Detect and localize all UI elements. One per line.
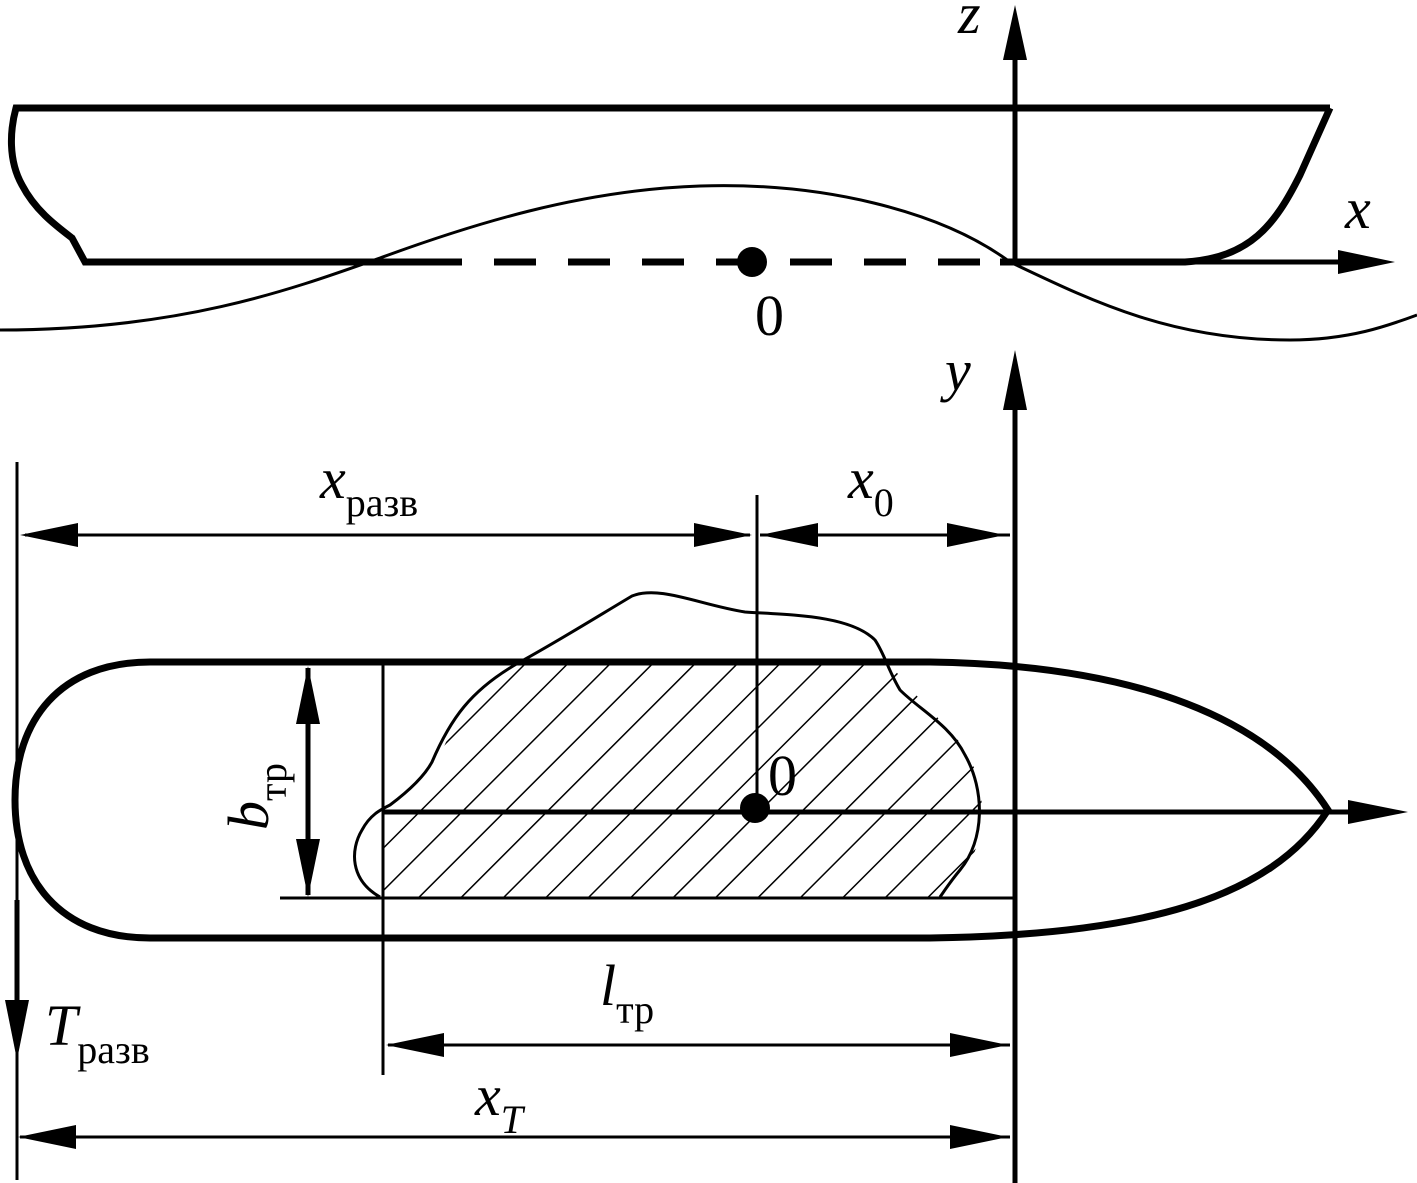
x-t-label: xT — [474, 1063, 526, 1142]
b-tr-symbol: b — [216, 801, 281, 830]
t-razv-label: Tразв — [45, 993, 150, 1072]
l-tr-arrow-right — [950, 1033, 1008, 1057]
b-tr-arrow-top — [296, 666, 320, 724]
planing-area-hatch — [383, 662, 982, 898]
x-0-label: x0 — [847, 446, 894, 525]
x-0-symbol: x — [847, 446, 874, 511]
x-0-subscript: 0 — [874, 480, 894, 525]
x-0-arrow-left — [760, 523, 818, 547]
x-razv-symbol: x — [319, 446, 346, 511]
l-tr-subscript: тр — [616, 987, 654, 1032]
x-t-arrow-right — [950, 1125, 1008, 1149]
x-axis-label: x — [1344, 176, 1371, 241]
hull-plan-outline — [11, 658, 1333, 942]
side-view: z x 0 — [0, 0, 1417, 348]
t-razv-subscript: разв — [77, 1027, 149, 1072]
x-razv-arrow-right — [694, 523, 752, 547]
x-t-symbol: x — [474, 1063, 501, 1128]
b-tr-label: bтр — [216, 763, 295, 830]
side-origin-point — [737, 247, 767, 277]
side-origin-label: 0 — [755, 283, 784, 348]
wave-profile — [0, 184, 1417, 342]
x-razv-subscript: разв — [346, 480, 418, 525]
y-axis-arrow — [1003, 350, 1027, 410]
plan-origin-point — [740, 793, 770, 823]
x-razv-arrow-left — [20, 523, 78, 547]
spray-contour — [353, 591, 981, 899]
l-tr-label: lтр — [600, 953, 654, 1032]
t-razv-symbol: T — [45, 993, 81, 1058]
plan-x-axis-arrow — [1348, 800, 1408, 824]
hull-side-profile — [7, 104, 1334, 266]
plan-origin-label: 0 — [768, 743, 797, 808]
x-t-subscript: T — [501, 1097, 526, 1142]
plan-view: y 0 xразв x0 bтр lтр Tразв xT — [5, 338, 1408, 1183]
x-0-arrow-right — [947, 523, 1005, 547]
b-tr-arrow-bottom — [296, 839, 320, 897]
z-axis-arrow — [1003, 5, 1027, 60]
b-tr-subscript: тр — [250, 763, 295, 801]
l-tr-symbol: l — [600, 953, 616, 1018]
x-razv-label: xразв — [319, 446, 418, 525]
l-tr-arrow-left — [386, 1033, 444, 1057]
x-t-arrow-left — [18, 1125, 76, 1149]
z-axis-label: z — [957, 0, 981, 46]
x-axis-arrow — [1338, 250, 1395, 274]
y-axis-label: y — [940, 338, 971, 403]
t-razv-arrow-head — [5, 1000, 29, 1060]
